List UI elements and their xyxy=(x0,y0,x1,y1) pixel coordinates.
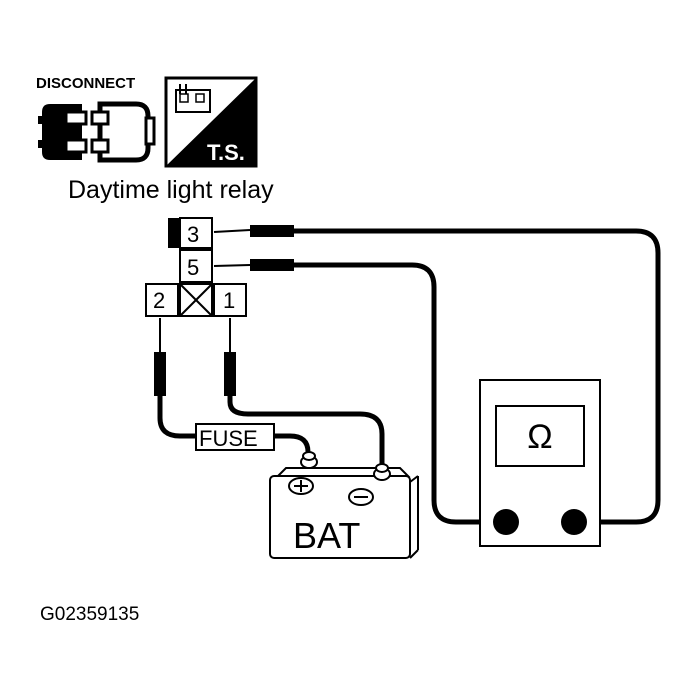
fuse-label: FUSE xyxy=(199,426,258,451)
wire-fuse-to-battery-positive xyxy=(271,433,311,455)
connector-icon xyxy=(175,89,211,113)
figure-id: G02359135 xyxy=(40,604,139,625)
probe-pin-3 xyxy=(213,225,294,237)
probe-pin-2 xyxy=(154,318,166,396)
pin-2-label: 2 xyxy=(153,288,165,313)
pin-1-cell xyxy=(213,283,247,317)
pin-2-cell xyxy=(145,283,179,317)
pin-3-cell xyxy=(179,217,213,249)
disconnect-icon: DISCONNECT xyxy=(36,75,156,163)
ts-label: T.S. xyxy=(207,140,245,165)
relay-connector: 3 5 2 1 xyxy=(145,217,247,317)
battery: BAT xyxy=(269,451,419,559)
plug-right-shape xyxy=(97,101,151,163)
battery-label: BAT xyxy=(293,515,360,556)
probe-pin-5 xyxy=(213,259,294,271)
disconnect-label: DISCONNECT xyxy=(36,75,135,92)
wire-pin-1-to-battery-negative xyxy=(227,393,385,469)
ohmmeter-terminal-right xyxy=(561,509,587,535)
pin-5-cell xyxy=(179,249,213,283)
ohmmeter-terminal-left xyxy=(493,509,519,535)
relay-title: Daytime light relay xyxy=(68,176,274,204)
wire-pin-3-to-meter xyxy=(291,228,661,525)
wire-pin-5-to-meter xyxy=(291,262,509,525)
pin-1-label: 1 xyxy=(223,288,235,313)
connector-lock-tab xyxy=(168,218,180,248)
terminal-side-icon: T.S. xyxy=(164,76,258,168)
ohmmeter-display xyxy=(495,405,585,467)
fuse-box xyxy=(195,423,275,451)
ohmmeter: Ω xyxy=(479,379,601,547)
pin-5-label: 5 xyxy=(187,255,199,280)
ohm-symbol: Ω xyxy=(527,418,552,456)
probe-pin-1 xyxy=(224,318,236,396)
wire-pin-2-to-fuse xyxy=(157,393,199,439)
battery-body xyxy=(269,475,411,559)
pin-3-label: 3 xyxy=(187,222,199,247)
